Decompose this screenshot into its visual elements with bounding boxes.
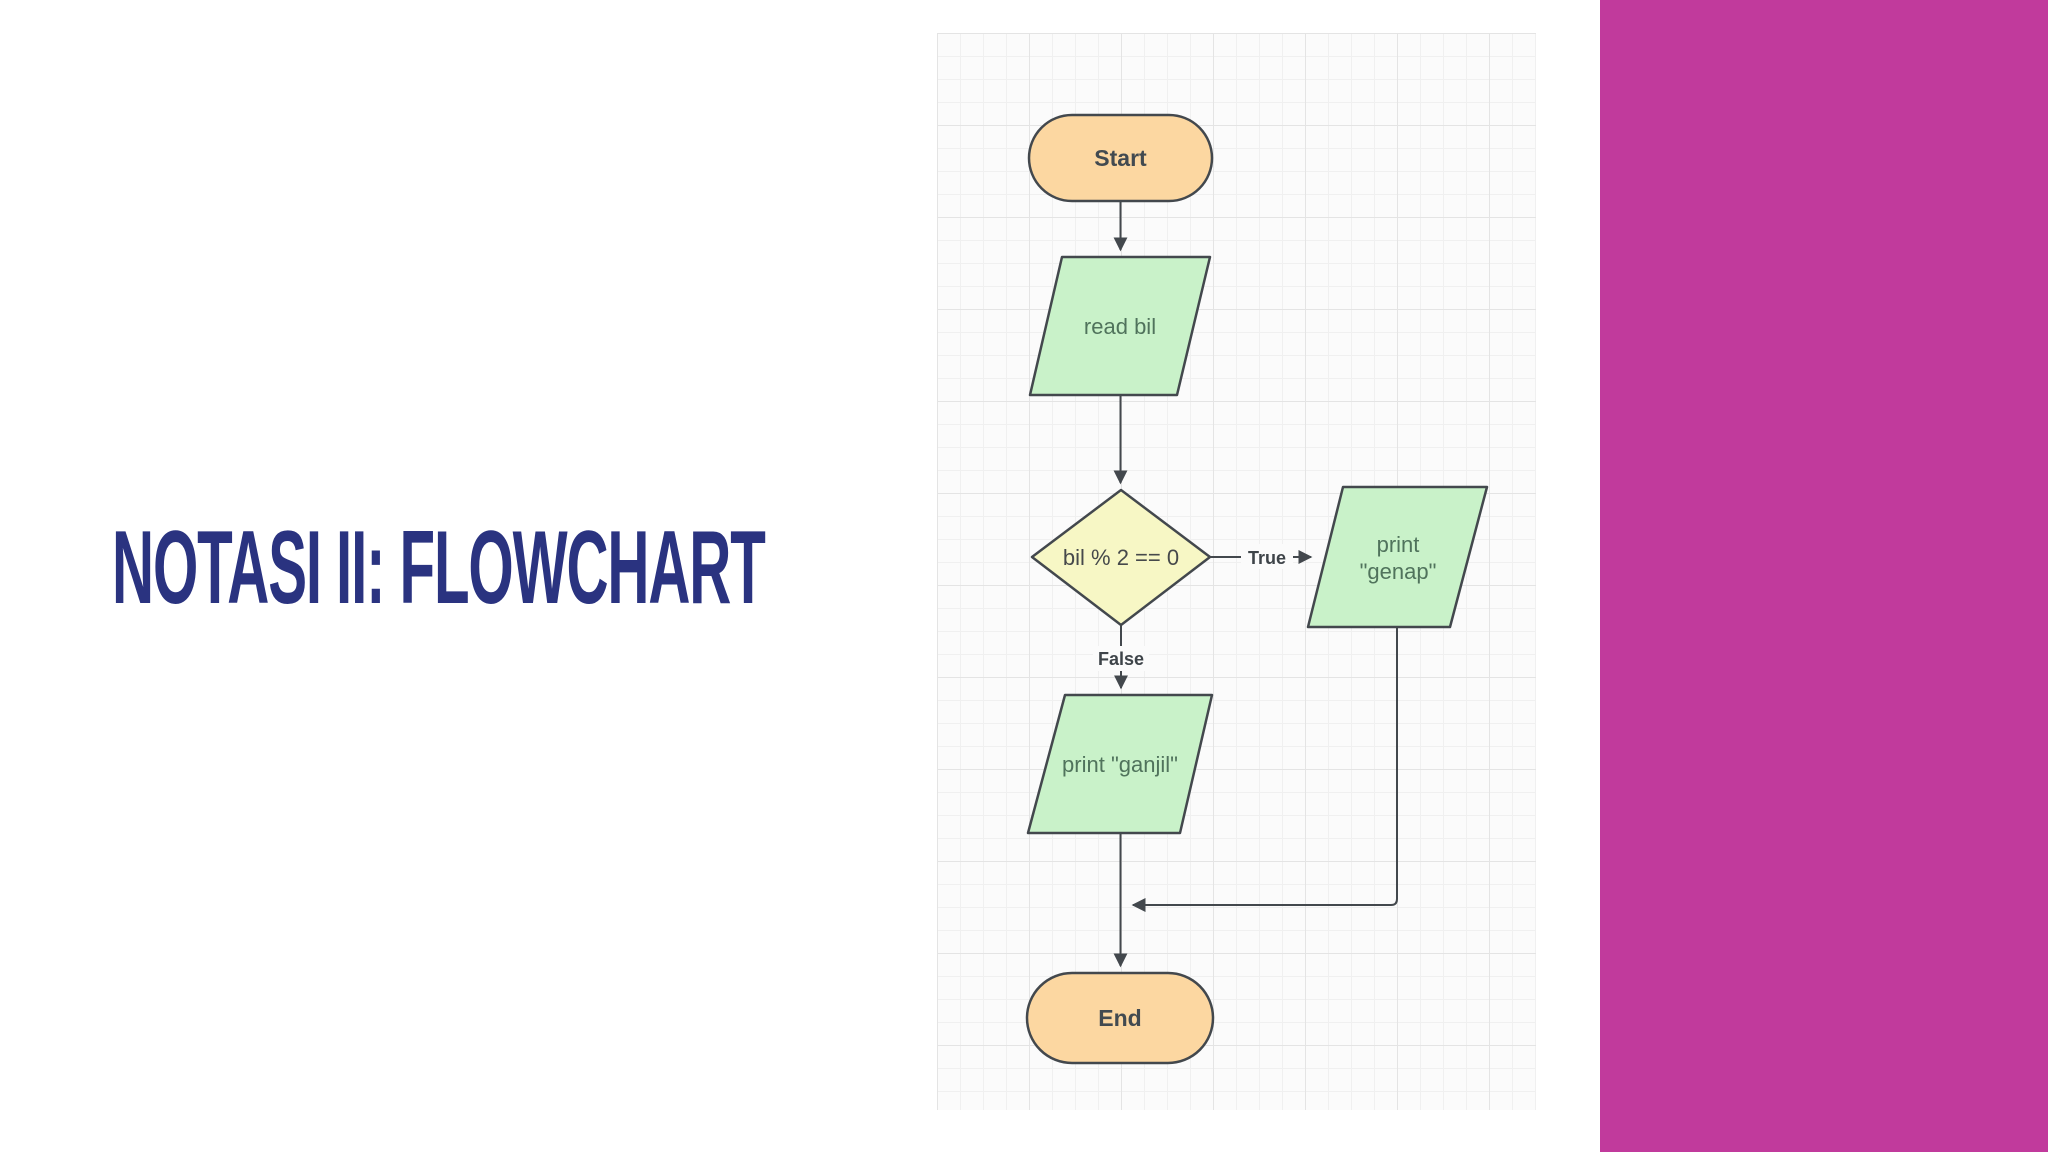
read-bil-node: [1028, 255, 1212, 397]
true-label-bg: [1241, 544, 1293, 569]
slide-title: NOTASI II: FLOWCHART: [112, 510, 766, 626]
print-genap-node: [1306, 485, 1489, 629]
start-node-label: Start: [1094, 145, 1147, 171]
print-ganjil-label: print "ganjil": [1062, 752, 1178, 777]
end-node: [1025, 971, 1215, 1065]
print-genap-label-line1: print: [1377, 532, 1420, 557]
edge-genap-to-merge: [1131, 627, 1398, 912]
decision-label: bil % 2 == 0: [1063, 545, 1179, 570]
false-label-bg: [1093, 646, 1149, 671]
read-bil-label: read bil: [1084, 314, 1156, 339]
end-node-label: End: [1098, 1005, 1141, 1031]
accent-bar: [1600, 0, 2048, 1152]
flowchart-canvas: True False Start read bil bil % 2 == 0 p…: [937, 33, 1536, 1110]
print-ganjil-node: [1026, 693, 1214, 835]
false-label: False: [1098, 649, 1144, 669]
print-genap-label-line2: "genap": [1360, 559, 1437, 584]
decision-node: [1030, 488, 1212, 627]
true-label: True: [1248, 548, 1286, 568]
flowchart-drawing: True False Start read bil bil % 2 == 0 p…: [1025, 113, 1489, 1065]
start-node: [1027, 113, 1214, 203]
